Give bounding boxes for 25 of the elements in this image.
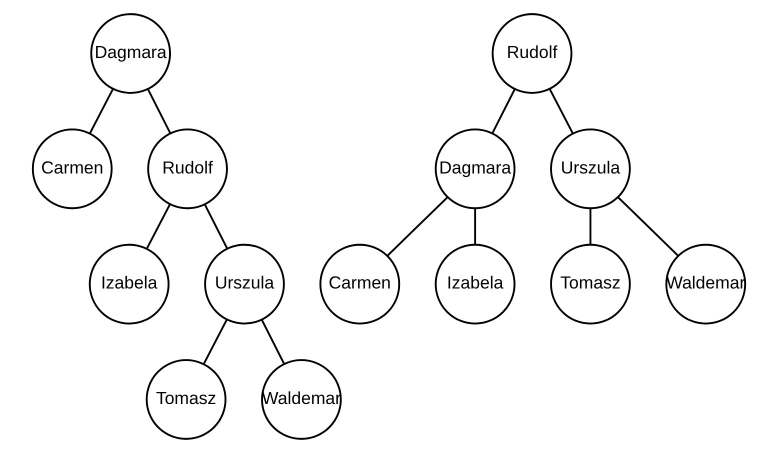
node-circle: Rudolf (492, 13, 572, 94)
connector (386, 196, 448, 256)
node-circle: Dagmara (434, 128, 516, 210)
connector (146, 204, 171, 249)
connector (202, 320, 228, 364)
connector (89, 88, 114, 134)
node-circle: Carmen (32, 128, 113, 210)
node-circle: Tomasz (146, 359, 226, 440)
node-circle: Urszula (204, 244, 285, 325)
connector (261, 320, 285, 364)
node-circle: Carmen (319, 244, 400, 325)
connector (618, 196, 679, 256)
connector (474, 208, 476, 245)
connector (147, 88, 172, 134)
node-circle: Izabela (88, 244, 170, 325)
connector (589, 208, 592, 245)
node-circle: Izabela (434, 244, 516, 325)
node-circle: Rudolf (147, 128, 228, 210)
node-circle: Tomasz (550, 244, 631, 325)
node-circle: Urszula (550, 128, 631, 210)
node-circle: Dagmara (90, 13, 171, 94)
connector (549, 88, 574, 134)
connector (492, 88, 516, 134)
connector (204, 204, 228, 249)
node-circle: Waldemar (261, 359, 342, 440)
